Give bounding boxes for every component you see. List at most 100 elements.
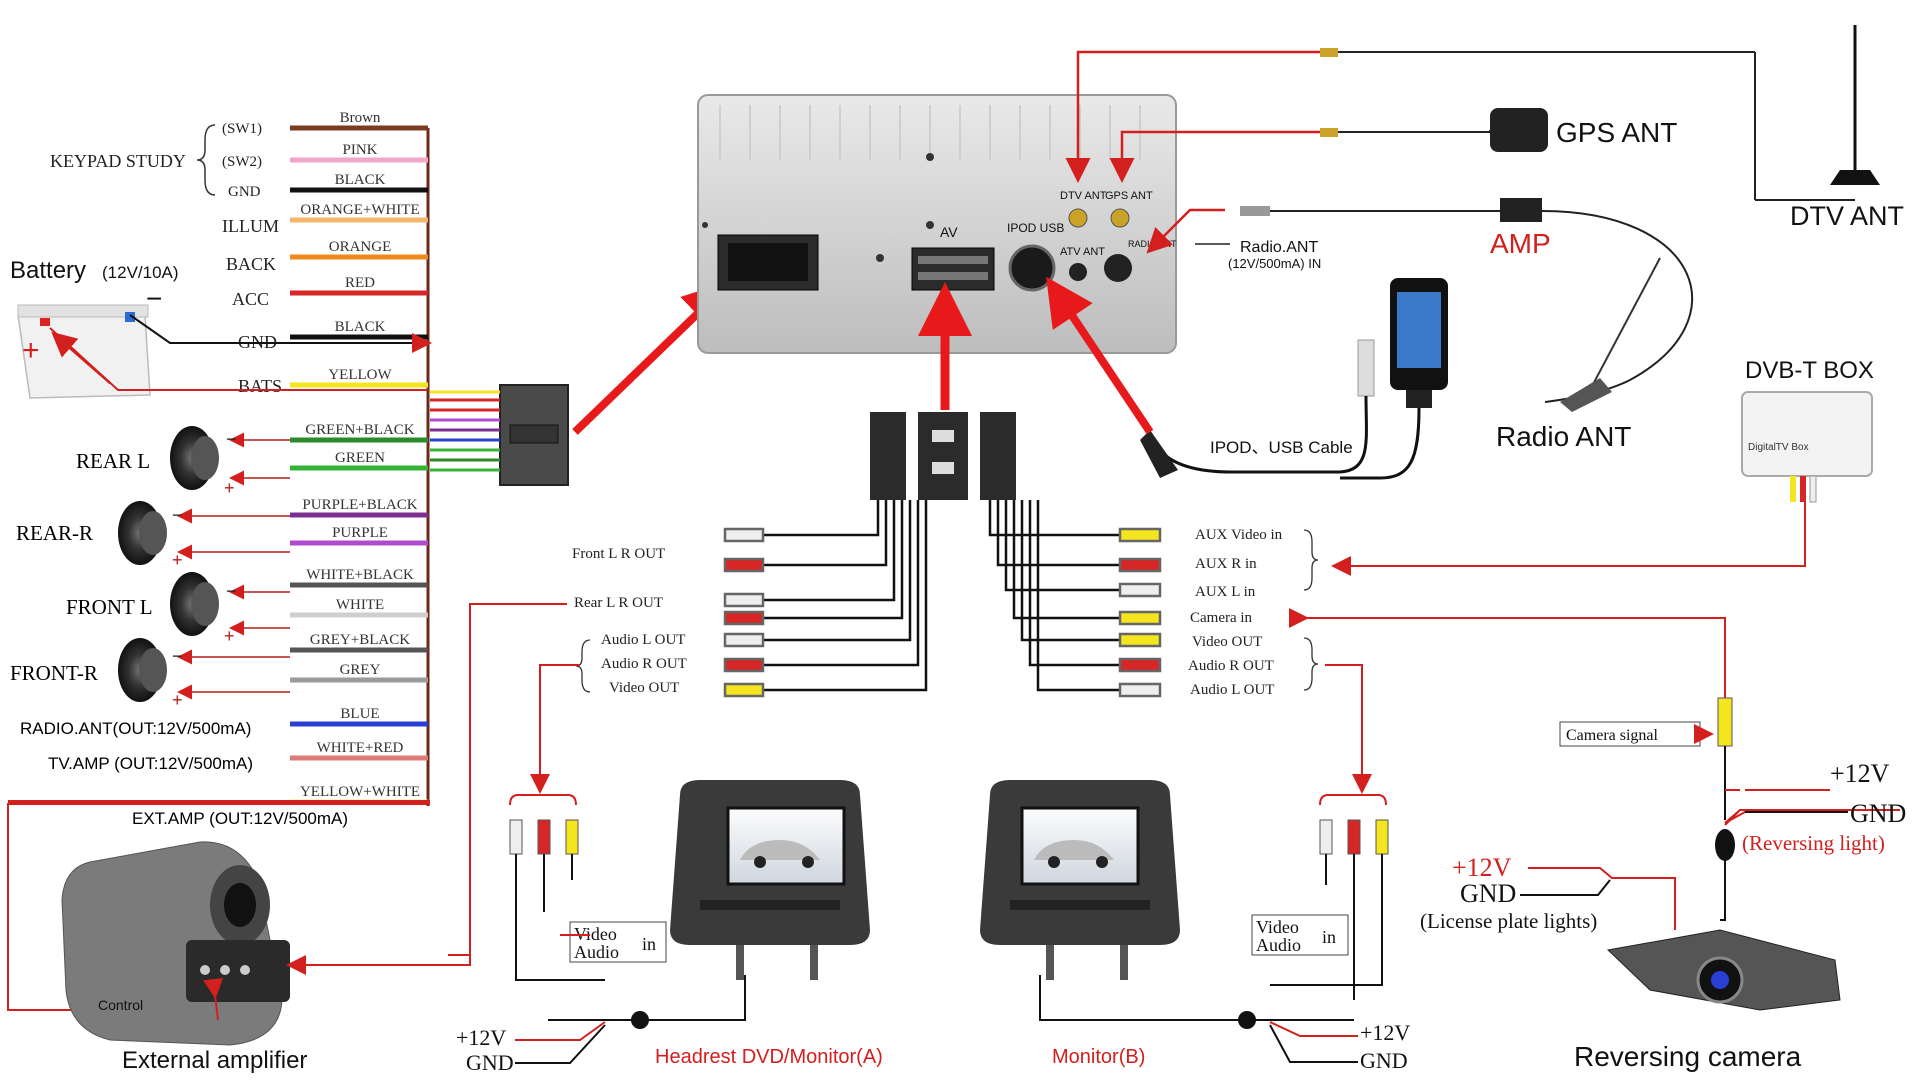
svg-text:−: −: [172, 505, 183, 525]
head-unit-gps-ant: GPS ANT: [1105, 190, 1153, 202]
wire-label: ORANGE+WHITE: [300, 202, 419, 218]
av-cable: [723, 282, 1162, 698]
av-left-labels: Front L R OUT Rear L R OUT Audio L OUT A…: [572, 546, 687, 696]
av-fan-wire: [760, 500, 912, 642]
wire-label: BLUE: [340, 706, 379, 722]
battery-rating: (12V/10A): [102, 263, 179, 282]
battery-label: Battery: [10, 257, 86, 284]
external-amplifier-label: External amplifier: [122, 1047, 307, 1074]
power-a: +12V GND: [456, 1021, 606, 1075]
head-unit-av: AV: [940, 224, 958, 240]
label-acc: ACC: [232, 289, 269, 309]
av-fan-wire: [1004, 500, 1120, 592]
rca-plug: [723, 592, 765, 608]
svg-text:+: +: [224, 626, 235, 646]
in-a: in: [642, 934, 656, 954]
av-fan-wire: [760, 500, 920, 667]
rca-plug: [1118, 527, 1162, 543]
monitor-a-label: Headrest DVD/Monitor(A): [655, 1046, 883, 1068]
dtv-antenna: DTV ANT: [1320, 25, 1904, 231]
control-label: Control: [98, 997, 143, 1013]
av-fan-wire: [760, 500, 880, 537]
camera-license-lights: (License plate lights): [1420, 909, 1597, 933]
av-fan-wire: [760, 500, 928, 692]
av-fan-wire: [760, 500, 904, 620]
ipod-cable: IPOD、USB Cable: [1046, 276, 1448, 480]
rca-plug: [723, 527, 765, 543]
av-fan-wire: [760, 500, 888, 567]
av-fan-wire: [988, 500, 1120, 537]
av-right-labels: AUX Video in AUX R in AUX L in Camera in…: [1188, 527, 1319, 698]
rca-plugs-a: Video Audio in: [509, 794, 667, 981]
dvbt-box-label: DVB-T BOX: [1745, 357, 1874, 384]
label-front-l: FRONT L: [66, 595, 153, 619]
antenna-lines: [1065, 50, 1320, 254]
label-illum: ILLUM: [222, 216, 279, 236]
speaker-rear-l-icon: [170, 426, 219, 490]
rca-plugs-b: Video Audio in: [1251, 794, 1389, 1000]
av-fan-wire: [760, 500, 896, 602]
rca-plug: [723, 610, 765, 626]
av-fan-wire: [1020, 500, 1120, 642]
av-fan-wire: [996, 500, 1120, 567]
aux-l-in: AUX L in: [1195, 584, 1256, 600]
label-ext-amp: EXT.AMP (OUT:12V/500mA): [132, 809, 348, 828]
head-unit-dtv-ant: DTV ANT: [1060, 190, 1107, 202]
radio-ant-in-label: Radio.ANT: [1240, 239, 1318, 256]
av-fan-wire: [1028, 500, 1120, 667]
camera-in: Camera in: [1190, 610, 1253, 626]
wire-label: RED: [345, 275, 375, 291]
keypad-group: KEYPAD STUDY (SW1) (SW2) GND: [50, 121, 262, 200]
dvbt-device-label: DigitalTV Box: [1748, 442, 1809, 453]
label-bats: BATS: [238, 376, 282, 396]
head-unit-ipod-usb: IPOD USB: [1007, 221, 1064, 235]
front-lr-out: Front L R OUT: [572, 546, 665, 562]
audio-in-b: Audio: [1256, 935, 1301, 955]
speaker-front-r-icon: [118, 638, 167, 702]
wire-label: GREEN+BLACK: [305, 422, 414, 438]
wire-label: WHITE: [336, 597, 384, 613]
wire-label: BLACK: [335, 319, 386, 335]
rca-plug: [723, 557, 765, 573]
radio-ant-label: Radio ANT: [1496, 421, 1631, 452]
audio-r-out-left: Audio R OUT: [601, 656, 687, 672]
label-radio-ant: RADIO.ANT(OUT:12V/500mA): [20, 719, 251, 738]
power-b: +12V GND: [1269, 1020, 1410, 1073]
label-front-r: FRONT-R: [10, 661, 98, 685]
camera-reversing-light: (Reversing light): [1742, 831, 1885, 855]
svg-text:−: −: [226, 581, 237, 601]
external-amplifier: Control External amplifier: [7, 800, 471, 1074]
monitor-b: [980, 780, 1354, 1029]
gps-ant-label: GPS ANT: [1556, 117, 1677, 148]
rca-plug: [723, 682, 765, 698]
monitor-a: [548, 780, 870, 1029]
camera-plus12v-lp: +12V: [1452, 853, 1512, 882]
svg-text:+: +: [172, 690, 183, 710]
reversing-camera: Camera signal +12V GND (Reversing light)…: [1420, 697, 1906, 1072]
wire-label: YELLOW+WHITE: [300, 784, 420, 800]
keypad-title: KEYPAD STUDY: [50, 151, 186, 171]
in-b: in: [1322, 927, 1336, 947]
wire-label: PINK: [342, 142, 377, 158]
amp-label: AMP: [1490, 228, 1551, 259]
svg-text:−: −: [172, 646, 183, 666]
av-fan-wire: [1036, 500, 1120, 692]
wire-label: PURPLE+BLACK: [302, 497, 417, 513]
svg-text:+: +: [172, 550, 183, 570]
wire-label: GREY+BLACK: [310, 632, 410, 648]
head-unit: AV DTV ANT GPS ANT IPOD USB ATV ANT RADI…: [697, 94, 1177, 354]
plus12v-b: +12V: [1360, 1020, 1410, 1045]
harness-connector: [430, 280, 732, 486]
dvbt-box: DVB-T BOX DigitalTV Box: [1331, 357, 1874, 576]
keypad-brace: [196, 124, 216, 196]
rca-plug: [1118, 682, 1162, 698]
rear-lr-out: Rear L R OUT: [574, 595, 663, 611]
video-in-a: Video: [574, 924, 617, 944]
aux-video-in: AUX Video in: [1195, 527, 1283, 543]
wire-label: BLACK: [335, 172, 386, 188]
radio-ant-in-spec: (12V/500mA) IN: [1228, 256, 1321, 271]
video-in-b: Video: [1256, 917, 1299, 937]
speakers: −+ −+ −+ −+: [118, 426, 290, 710]
wire-label: PURPLE: [332, 525, 388, 541]
